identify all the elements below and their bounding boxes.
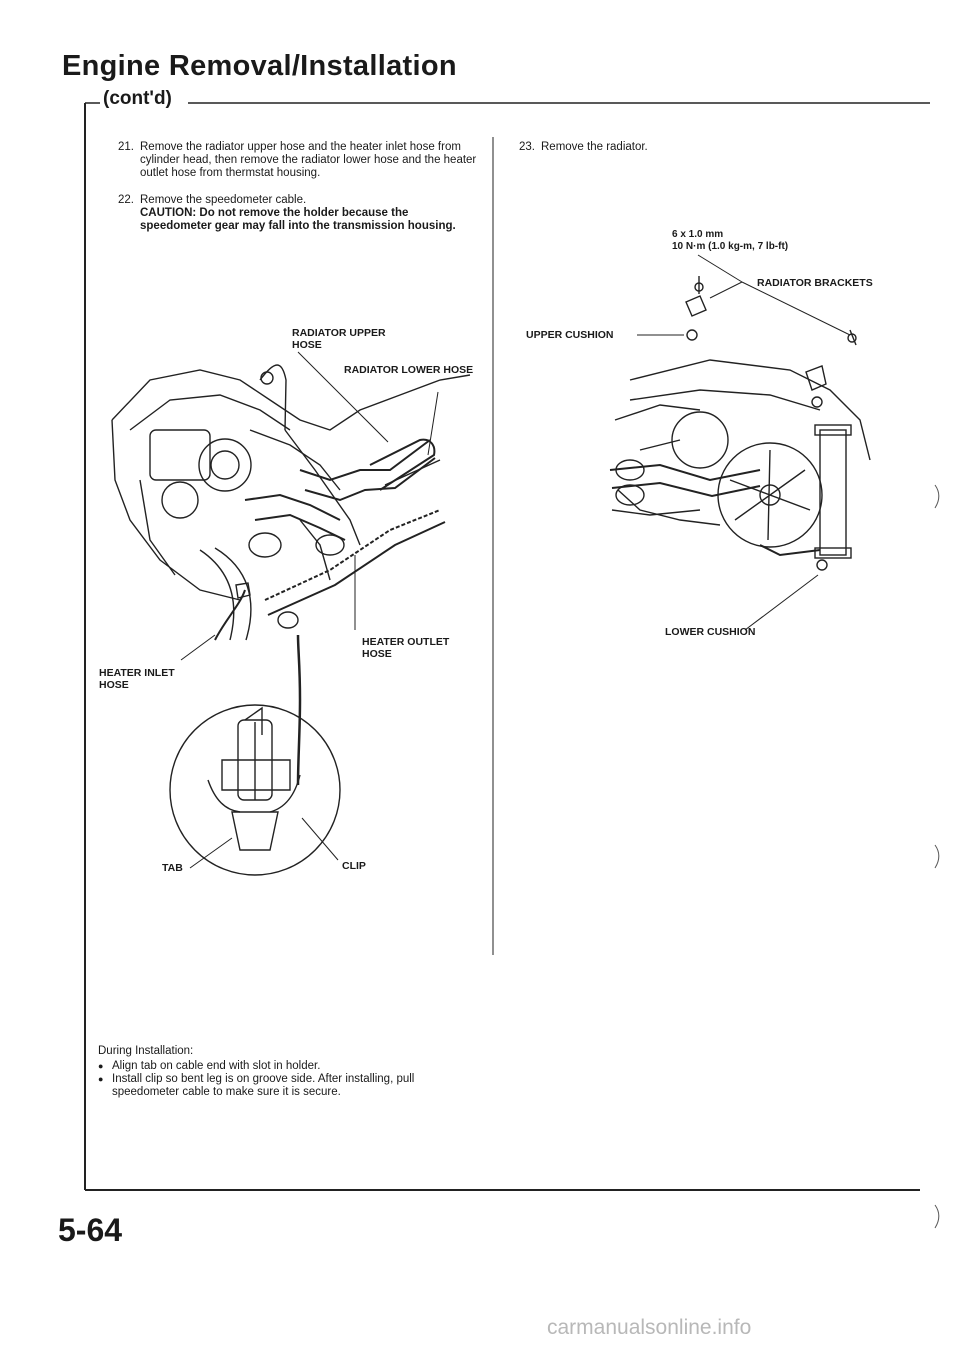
step-text: Remove the radiator.: [541, 141, 648, 153]
step-21: 21. Remove the radiator upper hose and t…: [118, 141, 483, 180]
caution-text: CAUTION: Do not remove the holder becaus…: [140, 207, 456, 232]
label-heater-outlet-hose: HEATER OUTLET HOSE: [362, 636, 450, 660]
engine-hoses-illustration: [111, 351, 471, 786]
installation-notes: During Installation: Align tab on cable …: [98, 1045, 483, 1099]
step-number: 22.: [118, 194, 134, 206]
step-text: Remove the speedometer cable.: [140, 194, 307, 206]
step-number: 21.: [118, 141, 134, 153]
label-lower-cushion: LOWER CUSHION: [665, 626, 756, 638]
step-text: Remove the radiator upper hose and the h…: [140, 141, 477, 179]
tab-clip-detail-illustration: [169, 704, 341, 876]
label-upper-cushion: UPPER CUSHION: [526, 329, 614, 341]
page-title: Engine Removal/Installation: [62, 50, 457, 82]
label-tab: TAB: [162, 862, 183, 874]
note-item: Install clip so bent leg is on groove si…: [98, 1073, 483, 1099]
step-22: 22. Remove the speedometer cable. CAUTIO…: [118, 194, 483, 233]
page-subtitle: (cont'd): [103, 88, 172, 109]
bolt-spec: 6 x 1.0 mm: [672, 229, 724, 240]
label-radiator-upper-hose: RADIATOR UPPER HOSE: [292, 327, 386, 351]
step-23: 23. Remove the radiator.: [519, 141, 879, 154]
notes-list: Align tab on cable end with slot in hold…: [98, 1060, 483, 1099]
watermark: carmanualsonline.info: [547, 1316, 752, 1339]
note-item: Align tab on cable end with slot in hold…: [98, 1060, 483, 1073]
step-number: 23.: [519, 141, 535, 153]
label-radiator-brackets: RADIATOR BRACKETS: [757, 277, 873, 289]
page-frame: [84, 102, 930, 1191]
label-clip: CLIP: [342, 860, 366, 872]
margin-marks: [934, 484, 940, 1229]
torque-spec: 10 N·m (1.0 kg-m, 7 lb-ft): [672, 241, 789, 252]
page-number: 5-64: [58, 1212, 123, 1248]
notes-heading: During Installation:: [98, 1045, 194, 1057]
radiator-illustration: [609, 254, 871, 631]
label-radiator-lower-hose: RADIATOR LOWER HOSE: [344, 364, 474, 376]
label-heater-inlet-hose: HEATER INLET HOSE: [99, 667, 175, 691]
